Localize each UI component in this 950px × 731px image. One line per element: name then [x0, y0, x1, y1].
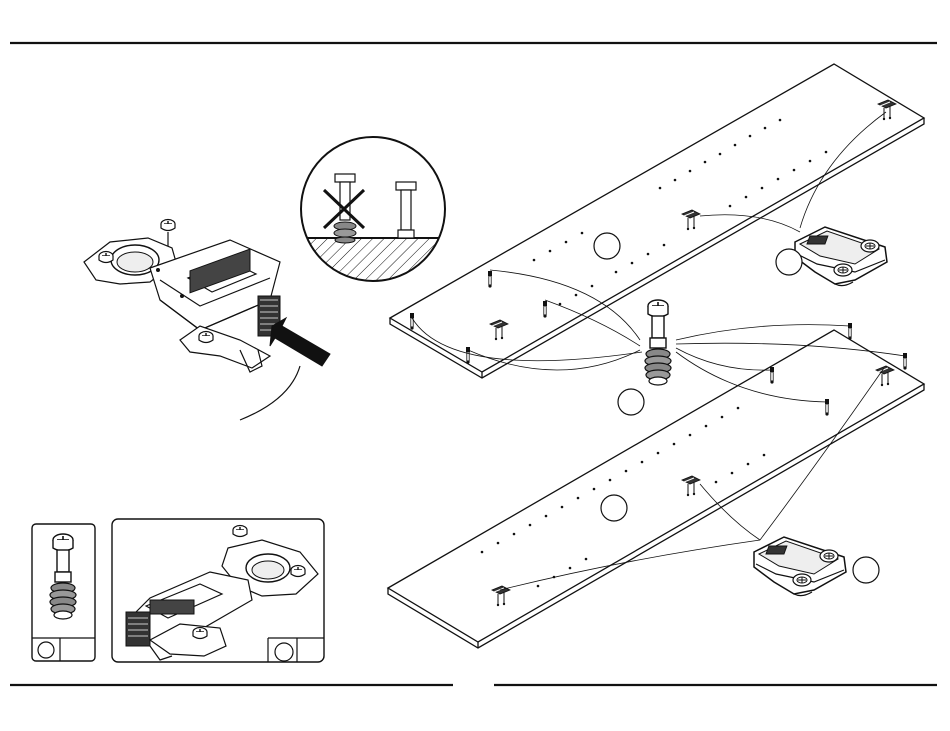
- mounting-plate-icon: [754, 537, 846, 596]
- callout-circle: [38, 642, 54, 658]
- callout-circle: [594, 233, 620, 259]
- callout-circle: [601, 495, 627, 521]
- cam-bolt-icon: [645, 300, 671, 385]
- legend-box-bolt: [32, 524, 95, 661]
- callout-circle: [275, 643, 293, 661]
- detail-circle: [300, 137, 450, 288]
- callout-circle: [853, 557, 879, 583]
- mounting-plate-icon: [795, 227, 887, 286]
- callout-circle: [776, 249, 802, 275]
- callout-circle: [618, 389, 644, 415]
- hinge-icon: [84, 220, 280, 373]
- legend-box-hinge: [112, 519, 324, 662]
- press-arrow-icon: [270, 318, 330, 366]
- leader-line: [240, 366, 300, 420]
